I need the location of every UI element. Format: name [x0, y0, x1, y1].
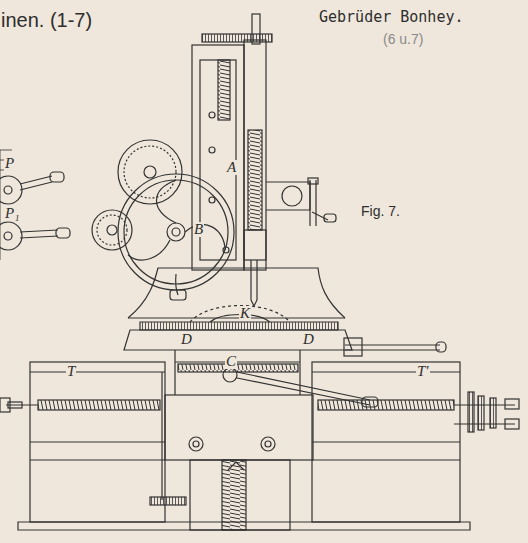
figure-number: Fig. 7.: [360, 204, 401, 218]
part-letter: D: [180, 332, 193, 347]
part-letter: D: [302, 332, 315, 347]
part-letter: K: [239, 306, 251, 321]
part-letter: P: [4, 156, 15, 171]
part-letter: C: [225, 354, 237, 369]
part-letter: T': [416, 364, 430, 379]
part-letter: A: [226, 160, 237, 175]
part-letter: P₁: [4, 206, 20, 221]
maker-name: Gebrüder Bonhey.: [318, 10, 465, 25]
header-text: inen. (1-7): [0, 10, 93, 30]
part-letter: T: [66, 364, 76, 379]
part-letter: B: [193, 222, 204, 237]
figure-range: (6 u.7): [382, 32, 424, 46]
